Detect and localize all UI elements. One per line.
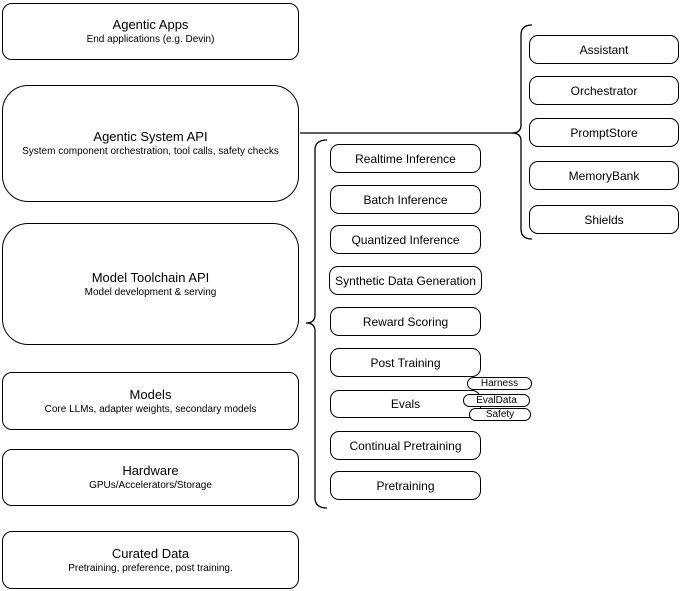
toolchain-item-realtime-inference: Realtime Inference (330, 144, 481, 173)
evals-tag-evaldata: EvalData (463, 394, 530, 407)
node-title: Agentic Apps (112, 17, 189, 32)
node-subtitle: Model development & serving (84, 286, 217, 298)
toolchain-item-batch-inference: Batch Inference (330, 185, 481, 214)
node-model-toolchain-api: Model Toolchain API Model development & … (2, 223, 299, 345)
node-title: Models (129, 386, 172, 402)
toolchain-brace (305, 139, 328, 509)
component-promptstore: PromptStore (529, 118, 679, 147)
component-memorybank: MemoryBank (529, 161, 679, 190)
toolchain-item-synthetic-data-generation: Synthetic Data Generation (329, 266, 482, 295)
node-title: Agentic System API (93, 129, 208, 144)
node-curated-data: Curated Data Pretraining, preference, po… (2, 531, 299, 589)
node-title: Curated Data (111, 545, 190, 561)
node-agentic-system-api: Agentic System API System component orch… (2, 85, 299, 202)
node-agentic-apps: Agentic Apps End applications (e.g. Devi… (2, 3, 299, 60)
toolchain-item-quantized-inference: Quantized Inference (330, 225, 481, 254)
component-orchestrator: Orchestrator (529, 76, 679, 105)
node-subtitle: System component orchestration, tool cal… (22, 146, 279, 157)
node-subtitle: Pretraining, preference, post training. (68, 562, 233, 574)
evals-tag-harness: Harness (467, 377, 532, 390)
node-hardware: Hardware GPUs/Accelerators/Storage (2, 449, 299, 506)
node-title: Hardware (122, 463, 179, 478)
component-shields: Shields (529, 205, 679, 234)
toolchain-item-reward-scoring: Reward Scoring (330, 307, 481, 336)
node-subtitle: Core LLMs, adapter weights, secondary mo… (44, 403, 257, 415)
toolchain-item-continual-pretraining: Continual Pretraining (330, 431, 481, 460)
toolchain-item-evals: Evals (330, 390, 481, 418)
toolchain-item-pretraining: Pretraining (330, 471, 481, 500)
node-models: Models Core LLMs, adapter weights, secon… (2, 372, 299, 430)
toolchain-item-post-training: Post Training (330, 348, 481, 377)
components-brace (511, 24, 533, 240)
node-title: Model Toolchain API (91, 269, 210, 285)
evals-tag-safety: Safety (469, 408, 531, 421)
node-subtitle: End applications (e.g. Devin) (86, 34, 215, 45)
component-assistant: Assistant (529, 35, 679, 64)
node-subtitle: GPUs/Accelerators/Storage (89, 480, 212, 491)
